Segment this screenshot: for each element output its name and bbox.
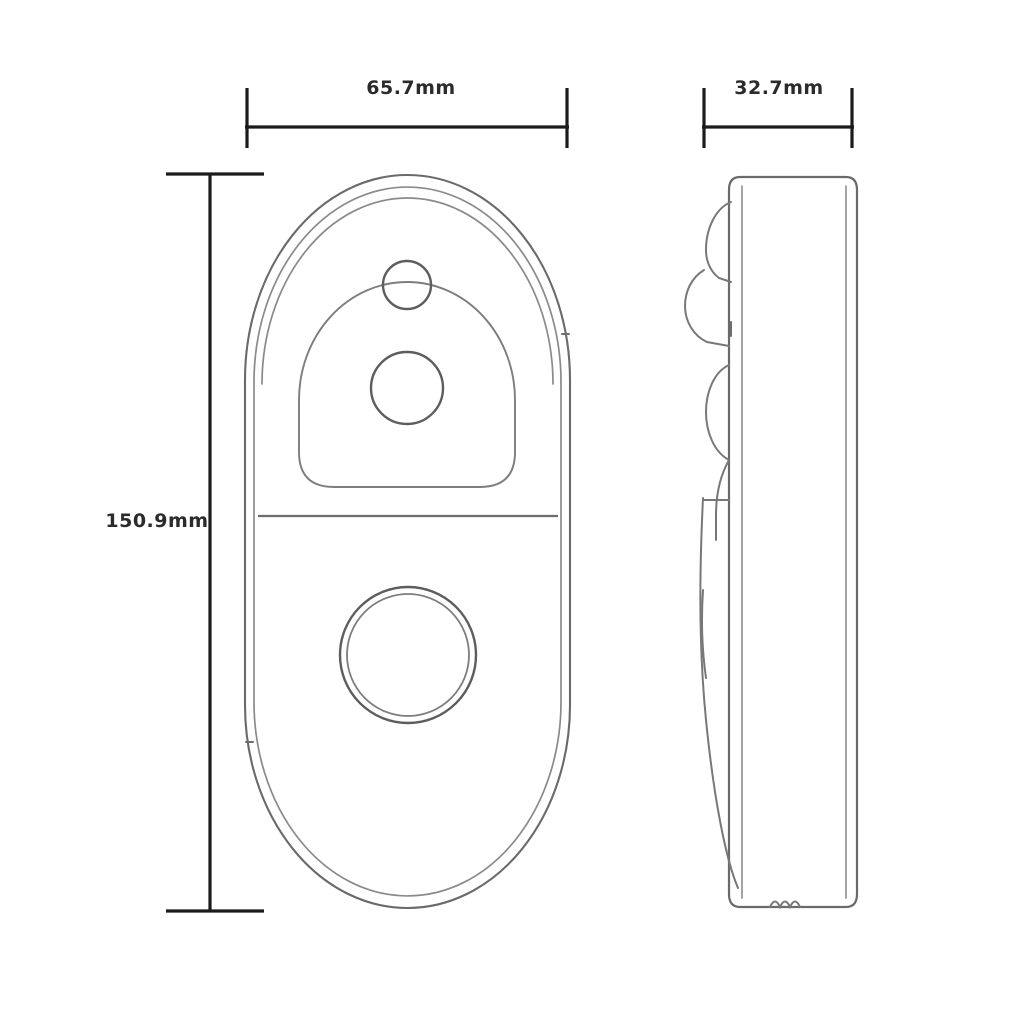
width-dimension-label: 65.7mm [366, 77, 455, 99]
side-front-contour [699, 497, 739, 889]
width-label-backdrop [352, 74, 470, 100]
sensor-hole-circle [381, 259, 433, 311]
width-dimension-group: 65.7mm [245, 74, 569, 148]
side-contour-shading [701, 589, 707, 679]
front-view-group [243, 173, 572, 910]
camera-dome-bulge-upper [704, 201, 732, 283]
side-lower-shoulder [715, 459, 730, 541]
height-label-backdrop [108, 507, 208, 533]
outer-shell-outline [243, 173, 572, 910]
depth-dimension-label: 32.7mm [734, 77, 823, 99]
side-view-group [683, 175, 859, 910]
camera-dome-bulge [683, 269, 730, 347]
depth-label-backdrop [722, 74, 836, 100]
side-body-outline [727, 175, 859, 909]
camera-panel-outline [298, 281, 516, 488]
depth-dimension-group: 32.7mm [702, 74, 854, 148]
speaker-grille-notches [769, 900, 801, 910]
button-bulge [704, 364, 730, 461]
inner-shell-top-arc [261, 197, 554, 385]
height-dimension-group: 150.9mm [105, 172, 264, 913]
camera-lens-circle [369, 350, 445, 426]
height-dimension-label: 150.9mm [105, 510, 208, 532]
doorbell-button-inner-ring [346, 593, 470, 717]
inner-shell-outline [253, 186, 562, 897]
doorbell-button-outer-ring [338, 585, 478, 725]
